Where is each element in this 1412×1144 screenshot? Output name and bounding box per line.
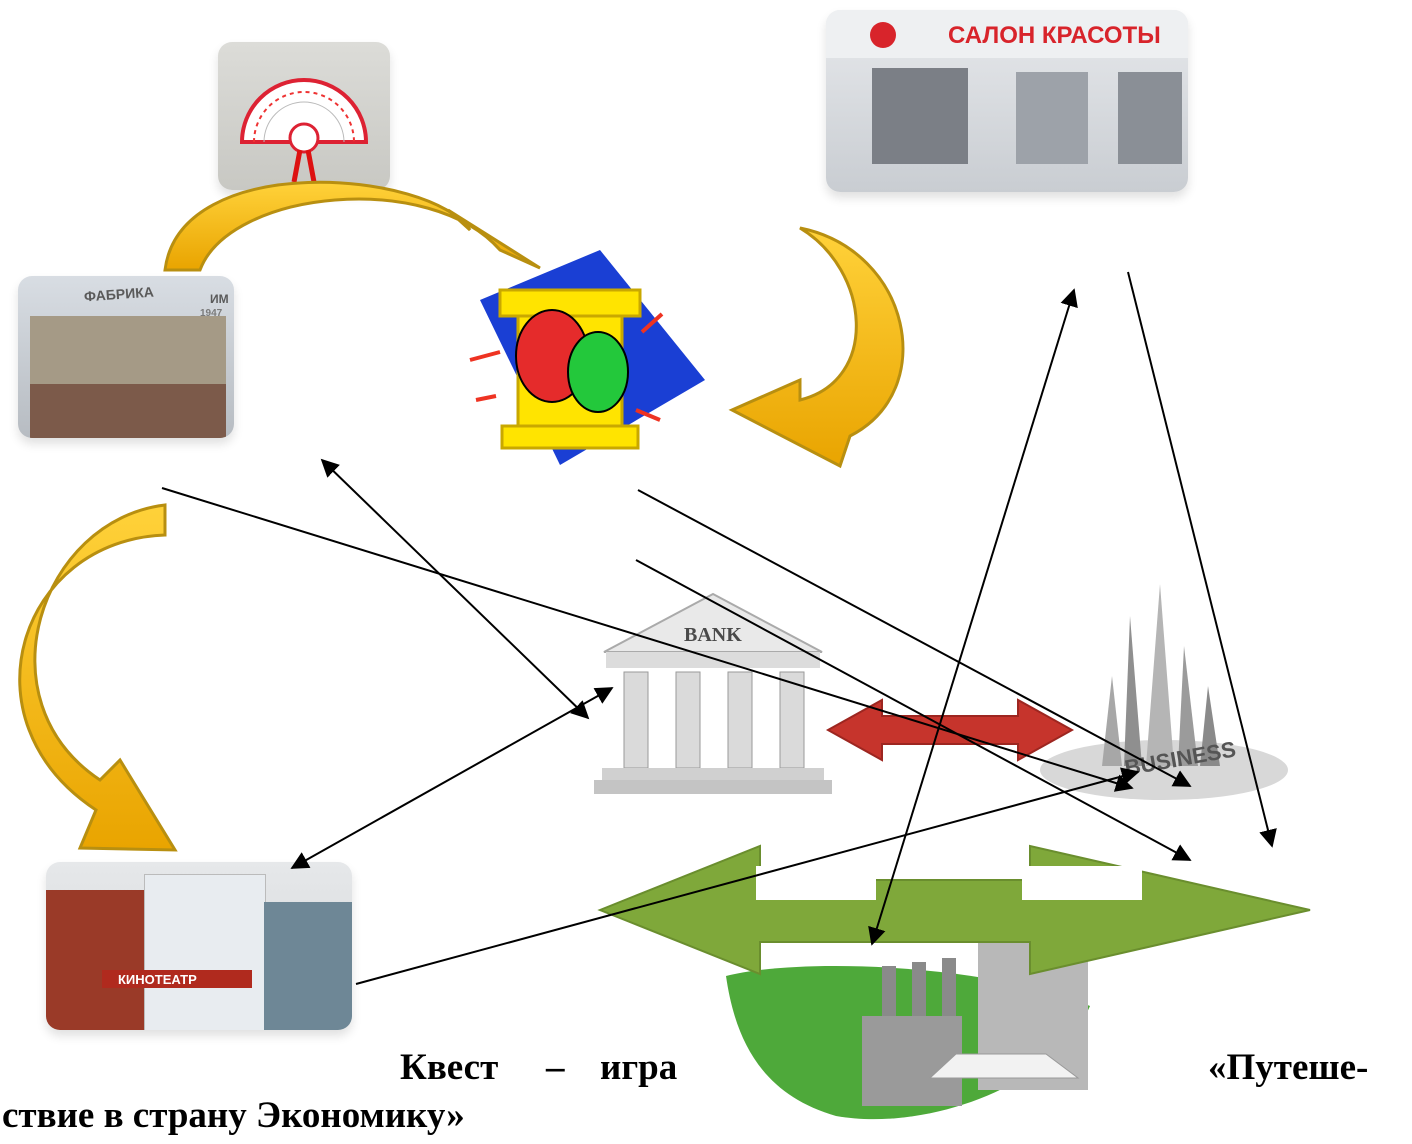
salon-window-3 [1118,72,1182,164]
fan-illustration [239,78,369,183]
business-image: BUSINESS [1032,576,1296,804]
connector-factory-business [161,487,1134,792]
factory-image: ФАБРИКА ИМ 1947 [18,276,234,438]
double-arrow-eco [597,844,1311,976]
curved-arrow-salon-to-theater [728,226,905,469]
salon-sign-text: САЛОН КРАСОТЫ [948,22,1161,49]
caption-line-2: ствие в страну Экономику» [2,1095,465,1136]
cinema-tower [144,874,266,1030]
business-illustration [1040,584,1288,800]
cinema-image: КИНОТЕАТР [46,862,352,1030]
connector-theater-eco [635,559,1192,861]
eco-illustration [726,940,1090,1120]
curved-arrow-factory-to-cinema [18,503,178,852]
bank-sign-text: BANK [684,624,742,646]
cinema-sign-board [102,970,252,988]
bank-image: BANK [584,582,842,808]
theater-masks-image [440,240,710,480]
caption-dash: – [546,1047,565,1088]
connector-cinema-business [355,767,1140,985]
salon-window-1 [872,68,968,164]
factory-year: 1947 [200,308,223,319]
connector-cinema-bank [290,687,614,869]
theater-illustration [469,250,705,465]
bank-illustration [594,592,832,794]
eco-arrow-window-left [756,866,876,900]
salon-logo-icon [870,22,896,48]
salon-window-2 [1016,72,1088,164]
factory-sign-extra: ИМ [210,292,229,306]
caption-word-2: игра [600,1047,678,1088]
factory-ground-floor [30,384,226,438]
eco-industry-image [716,936,1100,1134]
cinema-glass-facade [264,902,352,1030]
connector-salon-eco-right [1127,271,1277,848]
cinema-sign-text: КИНОТЕАТР [118,972,197,987]
curved-arrow-fan-to-theater [163,180,541,272]
cinema-brick-wall [46,890,144,1030]
caption-word-1: Квест [400,1047,499,1088]
fan-craft-image [218,42,390,190]
caption-word-3: «Путеше- [1208,1047,1369,1088]
connector-factory-bank [320,458,590,720]
beauty-salon-image: САЛОН КРАСОТЫ [826,10,1188,192]
connector-eco-salon [868,288,1078,946]
eco-arrow-window-right [1022,866,1142,900]
